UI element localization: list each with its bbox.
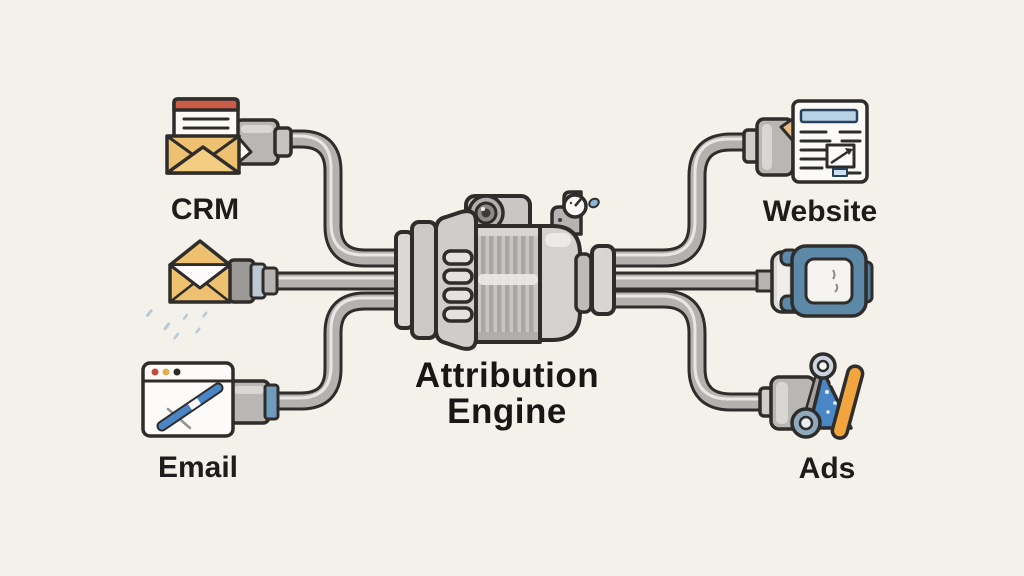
ads-triangle-icon (790, 352, 865, 440)
webpage-report-icon (779, 99, 869, 184)
pipes (264, 129, 768, 412)
droplet-icon (588, 197, 600, 209)
envelope-document-icon (165, 97, 253, 175)
website-label: Website (763, 195, 877, 228)
engine-right-ring (590, 244, 616, 316)
speckles (145, 309, 208, 340)
camera-device-icon (755, 244, 874, 318)
title-line-2: Engine (447, 392, 567, 431)
engine-ribbed-body (474, 224, 542, 344)
pipe-device (608, 271, 768, 291)
engine-left-ring-inner (410, 220, 438, 340)
browser-compose-icon (141, 361, 235, 438)
ads-label: Ads (799, 452, 856, 485)
crm-label: CRM (171, 193, 239, 226)
engine-drum (434, 209, 478, 351)
website-plug (742, 117, 795, 177)
pipe-envelope (264, 271, 404, 291)
pipe-email (268, 291, 404, 411)
pipe-crm (282, 129, 404, 268)
pipe-ads (606, 289, 766, 412)
email-plug (227, 379, 280, 425)
pressure-gauge-icon (550, 190, 600, 236)
title-line-1: Attribution (415, 356, 599, 395)
engine-illustration (394, 190, 616, 351)
email-label: Email (158, 451, 238, 484)
sealed-envelope-icon (168, 239, 232, 304)
pipe-website (606, 132, 760, 268)
engine-bell (538, 224, 593, 342)
